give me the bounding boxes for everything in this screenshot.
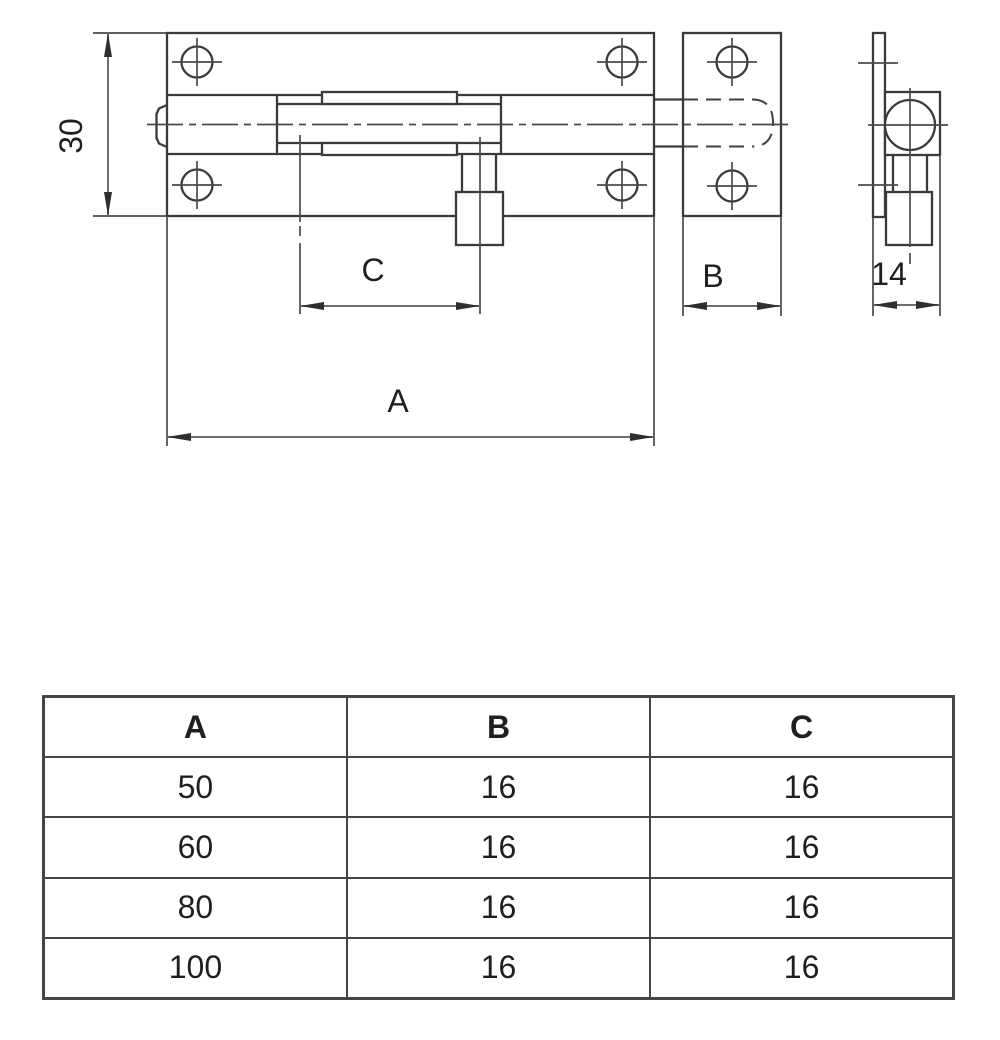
dim-label-a: A (387, 383, 409, 419)
cell-a: 50 (42, 756, 348, 819)
cell-c: 16 (649, 816, 955, 879)
knob-end (884, 190, 934, 247)
screw-holes-front (172, 38, 647, 209)
cell-b: 16 (345, 816, 652, 879)
cell-a: 60 (42, 816, 348, 879)
keeper-view (681, 31, 783, 316)
cell-c: 16 (649, 936, 955, 1000)
dimension-spec-table: A B C 50 16 16 60 16 16 80 16 16 100 16 (42, 695, 955, 1000)
dim-label-30: 30 (53, 118, 89, 154)
header-cell-b: B (345, 695, 652, 759)
hidden-bolt-tip (752, 98, 775, 148)
table-row: 80 16 16 (42, 876, 955, 939)
table-row: 100 16 16 (42, 936, 955, 1000)
dimension-C: C (299, 135, 481, 314)
rod-left-cap (155, 103, 168, 149)
table-row: 60 16 16 (42, 816, 955, 879)
cell-c: 16 (649, 756, 955, 819)
cell-c: 16 (649, 876, 955, 939)
cell-b: 16 (345, 756, 652, 819)
cell-b: 16 (345, 876, 652, 939)
dim-label-b: B (702, 258, 723, 294)
dimension-A: A (166, 216, 655, 446)
dimension-30: 30 (53, 32, 167, 217)
technical-drawing: 30 C A B (53, 31, 948, 446)
table-header-row: A B C (42, 695, 955, 759)
cell-b: 16 (345, 936, 652, 1000)
cell-a: 80 (42, 876, 348, 939)
header-cell-a: A (42, 695, 348, 759)
cell-a: 100 (42, 936, 348, 1000)
guide-tab-bottom (320, 141, 459, 157)
dimension-14: 14 (871, 256, 940, 309)
dim-label-c: C (361, 252, 384, 288)
header-cell-c: C (649, 695, 955, 759)
guide-tab-top (320, 90, 459, 106)
end-view (858, 31, 948, 316)
front-view (155, 31, 683, 247)
table-row: 50 16 16 (42, 756, 955, 819)
dim-label-14: 14 (871, 256, 907, 292)
dimension-B: B (683, 258, 781, 310)
screw-holes-keeper (707, 38, 757, 210)
